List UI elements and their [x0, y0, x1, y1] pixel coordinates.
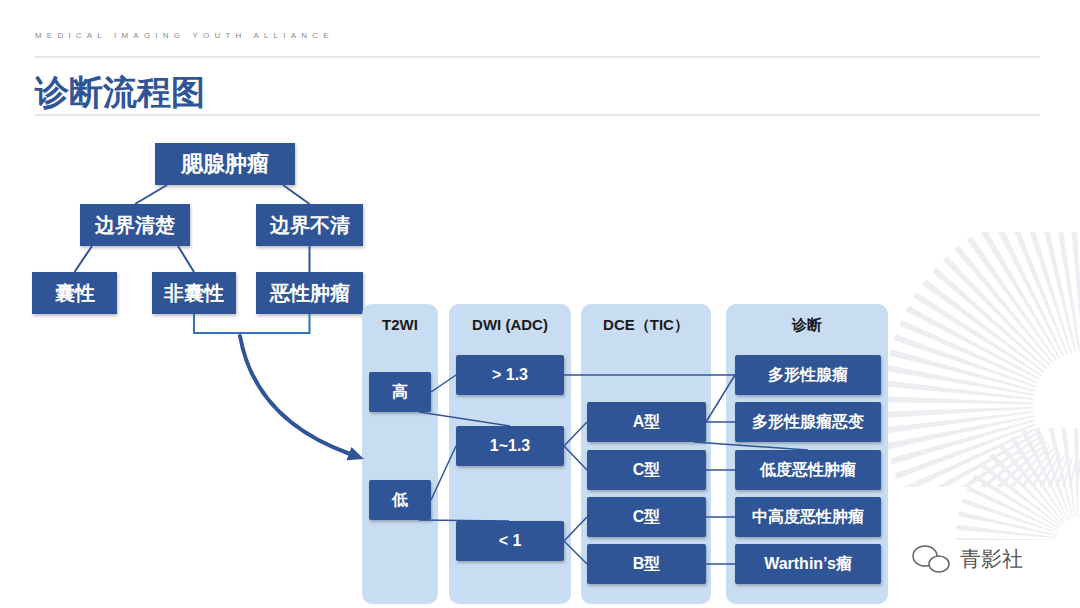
node-text: C型 [633, 460, 661, 481]
node-text: 中高度恶性肿瘤 [752, 507, 864, 528]
column-heading: DCE（TIC） [581, 316, 711, 335]
connector-line [75, 246, 93, 272]
process-box: 恶性肿瘤 [256, 272, 363, 314]
connector-line [564, 541, 587, 564]
category-box: 低 [369, 480, 431, 520]
column-band: 诊断多形性腺瘤多形性腺瘤恶变低度恶性肿瘤中高度恶性肿瘤 Warthin’s瘤 [726, 304, 888, 604]
connector-line [135, 185, 167, 204]
connector-line [706, 375, 735, 422]
connector-line [419, 520, 510, 521]
flow-arrow [240, 336, 350, 454]
diagnosis-box: 中高度恶性肿瘤 [735, 497, 881, 537]
category-box: < 1 [456, 521, 564, 561]
process-box: 非囊性 [152, 272, 236, 314]
connector-line [694, 442, 808, 450]
connector-line [419, 412, 510, 426]
node-text: 多形性腺瘤 [768, 365, 848, 386]
connector-line [564, 517, 587, 541]
node-text: B型 [633, 554, 661, 575]
root-box: 腮腺肿瘤 [155, 143, 295, 185]
category-box: C型 [587, 450, 706, 490]
title-rule [35, 115, 1040, 116]
connector-line [564, 374, 735, 376]
connector-line [309, 246, 311, 272]
connector-line [706, 421, 735, 423]
fan-rays [1006, 468, 1080, 540]
connector-line [431, 446, 456, 500]
column-band: DWI (ADC) > 1.3 1~1.3 < 1 [449, 304, 571, 604]
category-box: 高 [369, 372, 431, 412]
column-band: T2WI 高低 [362, 304, 438, 604]
node-text: A型 [633, 412, 661, 433]
node-text: 高 [392, 382, 408, 403]
page-title: 诊断流程图 [35, 70, 205, 116]
fan-decoration [1006, 468, 1080, 540]
node-text: 非囊性 [164, 280, 224, 307]
diagnosis-box: Warthin’s瘤 [735, 544, 881, 584]
node-text: 边界不清 [270, 212, 350, 239]
process-box: 边界不清 [256, 204, 363, 246]
process-box: 囊性 [32, 272, 117, 314]
connector-line [431, 375, 456, 392]
connector-line [283, 185, 310, 204]
category-box: C型 [587, 497, 706, 537]
node-text: Warthin’s瘤 [764, 554, 852, 575]
wechat-icon [913, 546, 949, 572]
fan-decoration [958, 275, 1080, 487]
column-heading: DWI (ADC) [449, 316, 571, 333]
node-text: C型 [633, 507, 661, 528]
diagnosis-box: 低度恶性肿瘤 [735, 450, 881, 490]
node-text: > 1.3 [492, 366, 528, 384]
fan-rays [958, 275, 1080, 487]
connector-line [564, 446, 587, 470]
connector-line [564, 422, 587, 446]
connector-line [178, 246, 194, 272]
category-box: > 1.3 [456, 355, 564, 395]
flow-arrowhead [347, 447, 364, 460]
node-text: 低度恶性肿瘤 [760, 460, 856, 481]
connector-line [706, 469, 735, 471]
connector-line [706, 516, 735, 518]
watermark-text: 青影社 [960, 545, 1023, 573]
process-box: 边界清楚 [80, 204, 190, 246]
header-tagline: MEDICAL IMAGING YOUTH ALLIANCE [35, 31, 334, 40]
column-heading: 诊断 [726, 316, 888, 335]
column-heading: T2WI [362, 316, 438, 333]
chat-bubble [929, 556, 949, 572]
node-text: 低 [392, 490, 408, 511]
diagnosis-box: 多形性腺瘤恶变 [735, 402, 881, 442]
node-text: 囊性 [55, 280, 95, 307]
category-box: A型 [587, 402, 706, 442]
node-text: 恶性肿瘤 [270, 280, 350, 307]
header-rule [35, 57, 1040, 58]
node-text: 腮腺肿瘤 [181, 149, 269, 179]
node-text: 边界清楚 [95, 212, 175, 239]
column-band: DCE（TIC） A型 C型 C型 B型 [581, 304, 711, 604]
chat-bubble [913, 546, 937, 566]
node-text: 多形性腺瘤恶变 [752, 412, 864, 433]
node-text: 1~1.3 [490, 437, 530, 455]
category-box: B型 [587, 544, 706, 584]
group-bracket [194, 314, 310, 333]
node-text: < 1 [499, 532, 522, 550]
category-box: 1~1.3 [456, 426, 564, 466]
diagnosis-box: 多形性腺瘤 [735, 355, 881, 395]
connector-line [706, 563, 735, 565]
